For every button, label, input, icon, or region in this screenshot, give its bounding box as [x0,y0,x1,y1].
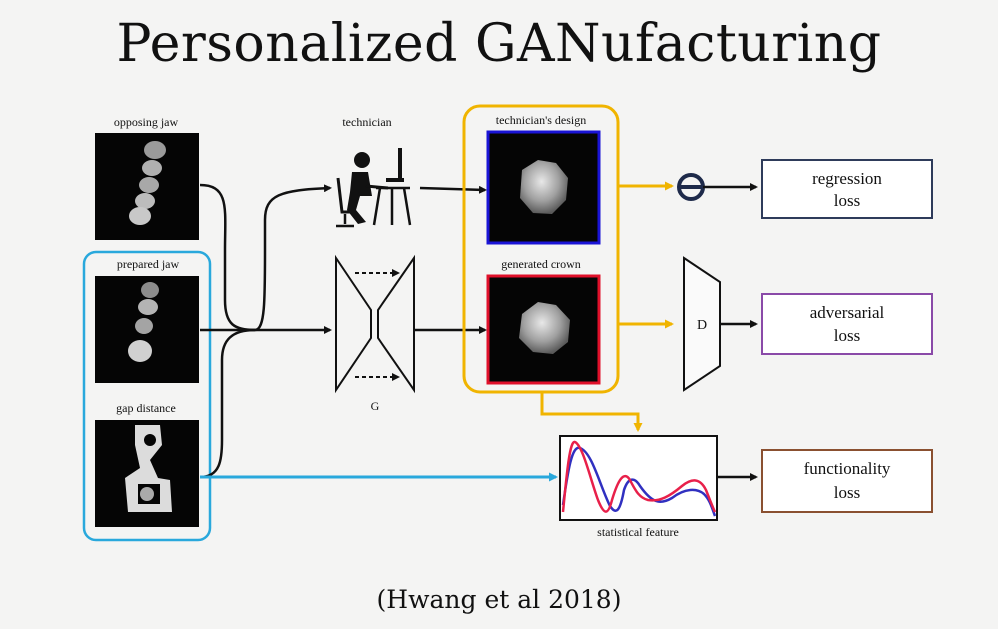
discriminator-shape [683,256,721,392]
functionality-loss-box: functionality loss [761,449,933,513]
slide-title: Personalized GANufacturing [116,14,882,74]
prepared-jaw-image [95,276,199,383]
prepared-jaw-label: prepared jaw [117,257,180,271]
adversarial-loss-box: adversarial loss [761,293,933,355]
adversarial-loss-line1: adversarial [810,303,885,322]
opposing-jaw-image [95,133,199,240]
minus-operator-icon [677,173,705,201]
opposing-jaw-label: opposing jaw [114,115,179,129]
cyan-input-group-frame [82,250,212,542]
regression-loss-line2: loss [834,191,860,210]
regression-loss-line1: regression [812,169,882,188]
citation: (Hwang et al 2018) [376,585,622,614]
regression-loss-box: regression loss [761,159,933,219]
technician-label: technician [342,115,391,129]
gap-distance-label: gap distance [116,401,176,415]
statistical-feature-label: statistical feature [597,525,679,539]
group-to-statistical-arrow [540,392,643,432]
technician-to-design-arrow [419,185,487,194]
gap-distance-image [95,420,199,527]
generator-shape [335,254,415,394]
generated-crown-image [486,274,601,385]
functionality-loss-line1: functionality [804,459,891,478]
generator-label: G [371,399,380,413]
statistical-feature-plot [559,435,718,521]
technician-design-image [486,130,601,245]
technician-design-label: technician's design [496,113,586,127]
functionality-loss-line2: loss [834,483,860,502]
generated-crown-label: generated crown [501,257,581,271]
discriminator-label: D [697,318,707,333]
input-connectors [199,183,332,479]
technician-icon [336,148,412,228]
adversarial-loss-line2: loss [834,326,860,345]
